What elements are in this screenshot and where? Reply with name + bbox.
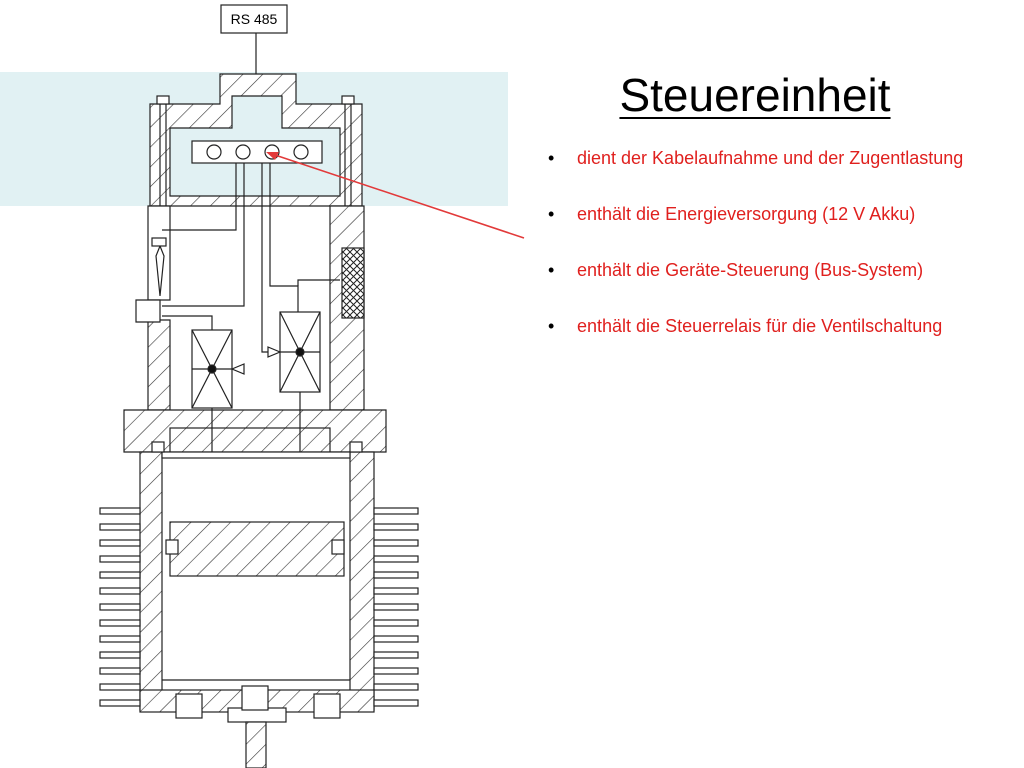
cooling-fin	[99, 555, 141, 563]
cooling-fin	[99, 667, 141, 675]
cooling-fin	[373, 619, 419, 627]
valve-left	[191, 329, 245, 409]
bullet-text: enthält die Steuerrelais für die Ventils…	[577, 316, 943, 336]
valve-right	[267, 311, 321, 393]
lower-chamber	[139, 441, 375, 768]
cooling-fin	[99, 603, 141, 611]
cooling-fin	[373, 635, 419, 643]
bullet-text: dient der Kabelaufnahme und der Zugentla…	[577, 148, 964, 168]
pointer-arrow	[266, 152, 525, 239]
bullet-item: • enthält die Geräte-Steuerung (Bus-Syste…	[548, 258, 988, 282]
cooling-fin	[99, 571, 141, 579]
cooling-fin	[99, 619, 141, 627]
bullet-dot: •	[548, 204, 555, 224]
cooling-fin	[373, 523, 419, 531]
cooling-fin	[99, 683, 141, 691]
bullet-text: enthält die Energieversorgung (12 V Akku…	[577, 204, 916, 224]
cooling-fin	[99, 539, 141, 547]
bullet-item: • enthält die Steuerrelais für die Ventil…	[548, 314, 988, 338]
cooling-fin	[373, 651, 419, 659]
cooling-fin	[99, 507, 141, 515]
cooling-fin	[373, 507, 419, 515]
cooling-fin	[99, 587, 141, 595]
rs485-label-box: RS 485	[220, 4, 288, 34]
cooling-fin	[99, 699, 141, 707]
cooling-fins	[99, 507, 419, 707]
cooling-fin	[373, 603, 419, 611]
cooling-fin	[373, 555, 419, 563]
cooling-fin	[373, 667, 419, 675]
bullet-dot: •	[548, 260, 555, 280]
bullet-item: • enthält die Energieversorgung (12 V Akk…	[548, 202, 988, 226]
bullet-item: • dient der Kabelaufnahme und der Zugentl…	[548, 146, 988, 170]
cooling-fin	[99, 635, 141, 643]
bullet-dot: •	[548, 148, 555, 168]
cooling-fin	[373, 571, 419, 579]
cooling-fin	[99, 523, 141, 531]
top-cap	[149, 73, 363, 222]
cooling-fin	[99, 651, 141, 659]
cooling-fin	[373, 699, 419, 707]
cooling-fin	[373, 539, 419, 547]
cooling-fin	[373, 683, 419, 691]
bullet-list: • dient der Kabelaufnahme und der Zugentl…	[548, 146, 988, 370]
bullet-text: enthält die Geräte-Steuerung (Bus-System…	[577, 260, 924, 280]
middle-housing	[123, 205, 387, 453]
cooling-fin	[373, 587, 419, 595]
bullet-dot: •	[548, 316, 555, 336]
rs485-label: RS 485	[231, 11, 278, 27]
page-title: Steuereinheit	[619, 69, 891, 121]
